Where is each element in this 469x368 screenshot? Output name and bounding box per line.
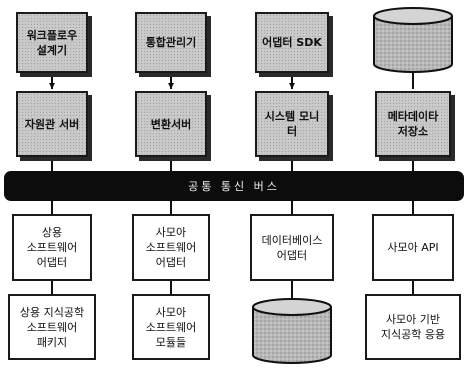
conversion-server-box: 변환서버 xyxy=(135,91,207,157)
connectors-adapter-bottom xyxy=(51,281,414,298)
common-communication-bus: 공통 통신 버스 xyxy=(4,171,464,201)
samoa-api-box: 사모아 API xyxy=(372,214,454,281)
samoa-knowledge-application-box: 사모아 기반 지식공학 응용 xyxy=(365,294,461,360)
samoa-software-adapter-box: 사모아 소프트웨어 어댑터 xyxy=(132,214,210,281)
commercial-software-adapter-box: 상용 소프트웨어 어댑터 xyxy=(12,214,92,281)
database-adapter-box: 데이터베이스 어댑터 xyxy=(250,214,334,281)
samoa-software-modules-box: 사모아 소프트웨어 모듈들 xyxy=(132,294,210,360)
adapter-sdk-box: 어댑터 SDK xyxy=(255,12,329,73)
database-cylinder-bottom xyxy=(252,298,332,364)
metadata-repository-box: 메타데이타 저장소 xyxy=(375,91,451,157)
integrated-manager-box: 통합관리기 xyxy=(135,12,207,73)
workflow-designer-box: 워크플로우 설계기 xyxy=(16,12,88,73)
system-monitor-box: 시스템 모니터 xyxy=(255,91,329,157)
database-cylinder-top xyxy=(373,7,453,73)
connectors-middle-bus xyxy=(51,157,414,172)
resource-server-box: 자원관 서버 xyxy=(16,91,88,157)
commercial-knowledge-package-box: 상용 지식공학 소프트웨어 패키지 xyxy=(8,294,96,360)
connectors-bus-adapters xyxy=(51,200,414,214)
connectors-top-middle xyxy=(49,73,414,89)
